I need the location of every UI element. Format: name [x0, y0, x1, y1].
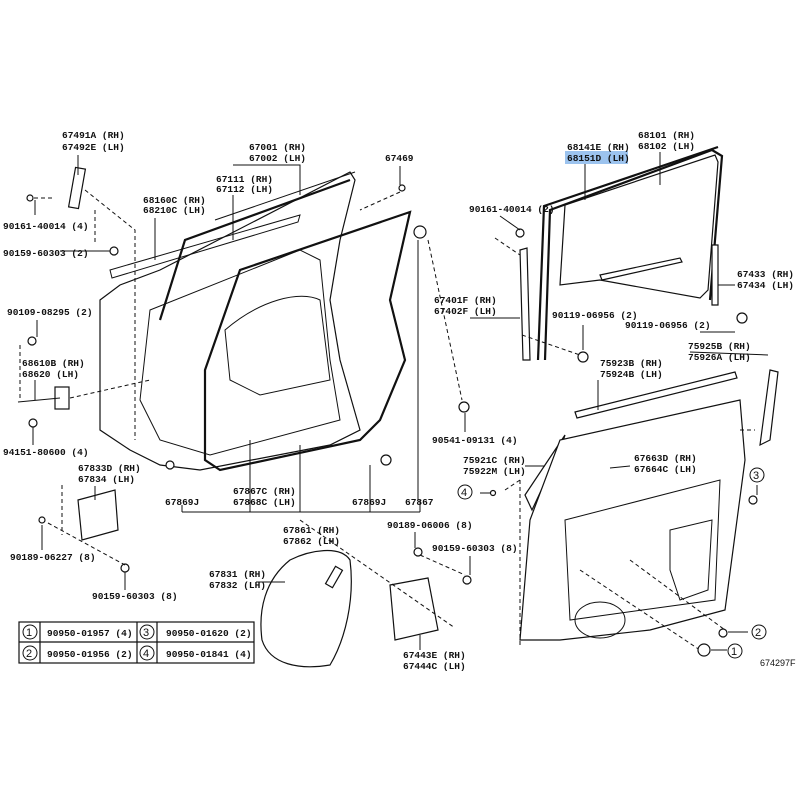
label-67402F: 67402F (LH) — [434, 306, 497, 317]
label-90159-60303-8-right: 90159-60303 (8) — [432, 543, 518, 554]
label-67861: 67861 (RH) — [283, 525, 340, 536]
label-90161-40014-4: 90161-40014 (4) — [3, 221, 89, 232]
right-fasteners-drawing — [165, 184, 472, 585]
label-90119-06956-a: 90119-06956 (2) — [552, 310, 638, 321]
channels-drawing — [494, 228, 748, 363]
label-67491A: 67491A (RH) — [62, 130, 125, 141]
highlight-box — [565, 151, 628, 164]
label-67001: 67001 (RH) — [249, 142, 306, 153]
part-labels: 67491A (RH) 67492E (LH) 90161-40014 (4) … — [3, 130, 796, 672]
label-68160C: 68160C (RH) — [143, 195, 206, 206]
label-67492E: 67492E (LH) — [62, 142, 125, 153]
legend-row-2: 2 90950-01956 (2) 4 90950-01841 (4) — [22, 645, 252, 661]
label-67111: 67111 (RH) — [216, 174, 273, 185]
label-75923B: 75923B (RH) — [600, 358, 663, 369]
label-67867C: 67867C (RH) — [233, 486, 296, 497]
label-68101: 68101 (RH) — [638, 130, 695, 141]
service-cover-drawing — [260, 549, 352, 668]
svg-text:2: 2 — [26, 648, 32, 660]
label-67832: 67832 (LH) — [209, 580, 266, 591]
label-90189-06227: 90189-06227 (8) — [10, 552, 96, 563]
label-67444C: 67444C (LH) — [403, 661, 466, 672]
hinge-drawing — [17, 166, 151, 440]
svg-text:1: 1 — [731, 646, 737, 658]
door-shell-drawing — [99, 171, 412, 472]
label-68141E: 68141E (RH) — [567, 142, 630, 153]
rear-door-drawing — [489, 369, 779, 657]
label-67867: 67867 — [405, 497, 434, 508]
label-68102: 68102 (LH) — [638, 141, 695, 152]
callout-2: 2 — [751, 624, 767, 640]
label-75925B: 75925B (RH) — [688, 341, 751, 352]
label-67869J-right: 67869J — [352, 497, 386, 508]
handle-frame-drawing — [38, 485, 130, 573]
label-67833D: 67833D (RH) — [78, 463, 141, 474]
label-75921C: 75921C (RH) — [463, 455, 526, 466]
label-67664C: 67664C (LH) — [634, 464, 697, 475]
label-67869J-left: 67869J — [165, 497, 199, 508]
label-67868C: 67868C (LH) — [233, 497, 296, 508]
legend-row-1: 1 90950-01957 (4) 3 90950-01620 (2) — [22, 624, 252, 640]
label-67434: 67434 (LH) — [737, 280, 794, 291]
label-67834: 67834 (LH) — [78, 474, 135, 485]
label-67862: 67862 (LH) — [283, 536, 340, 547]
label-75924B: 75924B (LH) — [600, 369, 663, 380]
svg-text:1: 1 — [26, 627, 32, 639]
diagram-code: 674297F — [760, 658, 796, 668]
label-90159-60303-8-left: 90159-60303 (8) — [92, 591, 178, 602]
label-90119-06956-b: 90119-06956 (2) — [625, 320, 711, 331]
label-68210C: 68210C (LH) — [143, 205, 206, 216]
label-90159-60303-2: 90159-60303 (2) — [3, 248, 89, 259]
label-90109-08295: 90109-08295 (2) — [7, 307, 93, 318]
label-67112: 67112 (LH) — [216, 184, 273, 195]
svg-text:4: 4 — [143, 648, 149, 660]
cover-67443-drawing — [299, 519, 466, 641]
label-67663D: 67663D (RH) — [634, 453, 697, 464]
svg-text:4: 4 — [461, 487, 467, 499]
label-67002: 67002 (LH) — [249, 153, 306, 164]
label-75922M: 75922M (LH) — [463, 466, 526, 477]
legend-part: 90950-01620 (2) — [166, 628, 252, 639]
callout-3: 3 — [749, 467, 765, 483]
leader-lines — [32, 152, 769, 651]
label-68151D[interactable]: 68151D (LH) — [567, 153, 630, 164]
label-75926A: 75926A (LH) — [688, 352, 751, 363]
label-67443E: 67443E (RH) — [403, 650, 466, 661]
legend-part: 90950-01841 (4) — [166, 649, 252, 660]
svg-text:2: 2 — [755, 627, 761, 639]
label-94151-80600: 94151-80600 (4) — [3, 447, 89, 458]
label-67401F: 67401F (RH) — [434, 295, 497, 306]
glass-drawing — [536, 145, 724, 361]
label-90161-40014-2: 90161-40014 (2) — [469, 204, 555, 215]
label-90541-09131: 90541-09131 (4) — [432, 435, 518, 446]
svg-text:3: 3 — [143, 627, 149, 639]
label-67831: 67831 (RH) — [209, 569, 266, 580]
callout-1: 1 — [727, 643, 743, 659]
label-67469: 67469 — [385, 153, 414, 164]
callout-4: 4 — [457, 484, 473, 500]
label-68610B: 68610B (RH) — [22, 358, 85, 369]
legend-table: 1 90950-01957 (4) 3 90950-01620 (2) 2 90… — [18, 621, 255, 664]
legend-part: 90950-01957 (4) — [47, 628, 133, 639]
legend-part: 90950-01956 (2) — [47, 649, 133, 660]
label-90189-06006: 90189-06006 (8) — [387, 520, 473, 531]
label-68620: 68620 (LH) — [22, 369, 79, 380]
label-67433: 67433 (RH) — [737, 269, 794, 280]
svg-text:3: 3 — [753, 470, 759, 482]
